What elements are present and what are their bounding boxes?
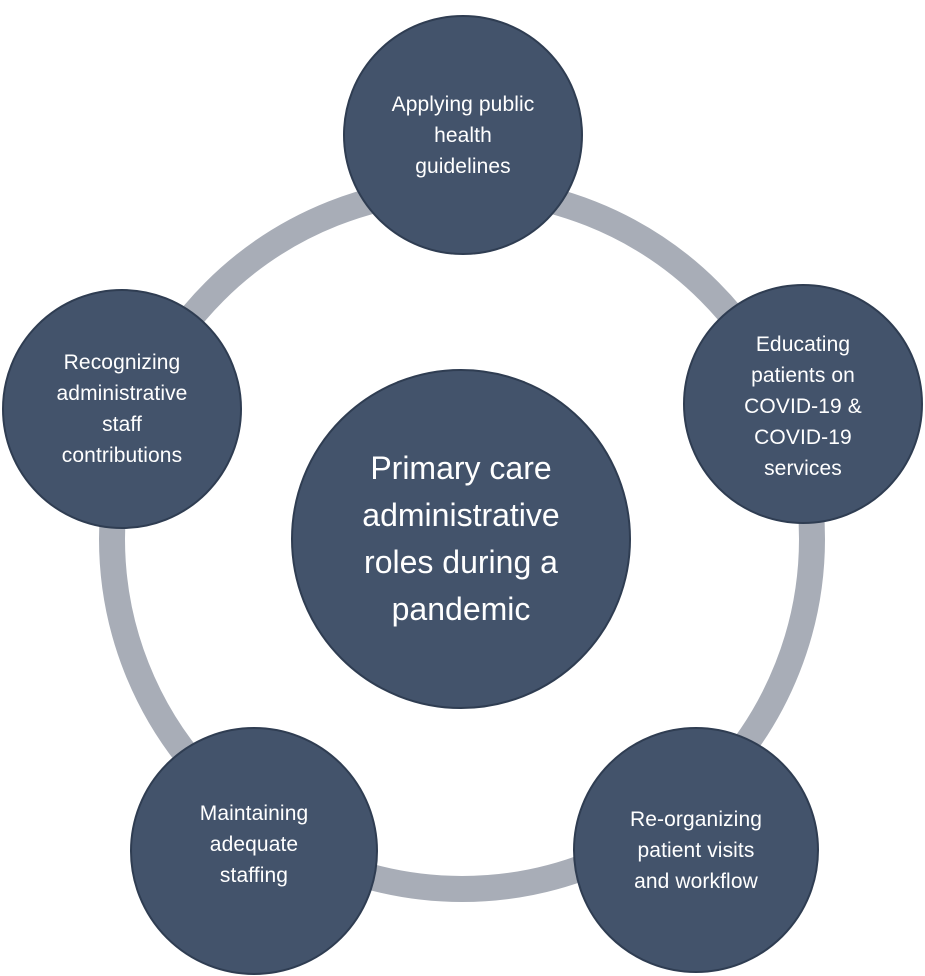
role-label-public-health: Applying public health guidelines	[391, 92, 535, 178]
role-node-educating-patients: Educating patients on COVID-19 & COVID-1…	[683, 284, 923, 524]
role-label-reorganizing-visits: Re-organizing patient visits and workflo…	[629, 807, 763, 893]
role-node-reorganizing-visits: Re-organizing patient visits and workflo…	[573, 727, 819, 973]
role-label-recognizing-staff: Recognizing administrative staff contrib…	[56, 351, 188, 467]
role-node-staffing: Maintaining adequate staffing	[130, 727, 378, 975]
center-node: Primary care administrative roles during…	[291, 369, 631, 709]
role-node-public-health: Applying public health guidelines	[343, 15, 583, 255]
center-label: Primary care administrative roles during…	[362, 450, 560, 627]
role-label-educating-patients: Educating patients on COVID-19 & COVID-1…	[744, 332, 862, 480]
role-label-staffing: Maintaining adequate staffing	[199, 801, 309, 887]
role-node-recognizing-staff: Recognizing administrative staff contrib…	[2, 289, 242, 529]
